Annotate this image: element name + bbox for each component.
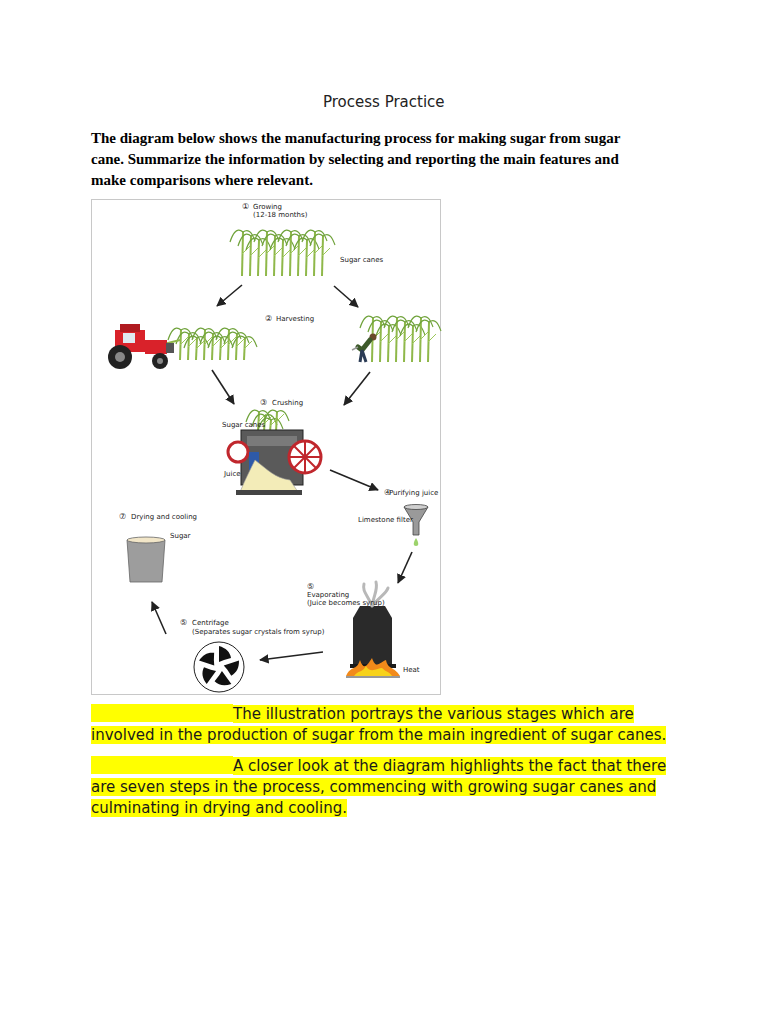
step-label: (Separates sugar crystals from syrup) — [192, 628, 324, 636]
step-label: Sugar canes — [340, 256, 383, 264]
callout-number: ② — [265, 314, 272, 323]
step-label: Heat — [403, 666, 420, 674]
sugar-canes — [160, 230, 441, 432]
step-label: Crushing — [272, 399, 303, 407]
step-label: Sugar canes — [222, 421, 265, 429]
sugar-container — [127, 537, 165, 582]
centrifuge — [194, 642, 244, 692]
step-label: Centrifage — [192, 619, 229, 627]
task-prompt: The diagram below shows the manufacturin… — [91, 128, 639, 191]
page-title: Process Practice — [323, 93, 445, 111]
step-label: Limestone filter — [358, 516, 413, 524]
step-label: (Juice becomes syrup) — [307, 599, 385, 607]
step-label: Growing — [253, 203, 282, 211]
highlight-indent — [91, 704, 233, 722]
evaporator — [346, 582, 400, 677]
step-label: Evaporating — [307, 591, 349, 599]
harvester-man — [352, 334, 377, 363]
flow-arrows — [152, 285, 412, 660]
callout-number: ⑦ — [119, 512, 126, 521]
answer-paragraph: A closer look at the diagram highlights … — [91, 756, 671, 819]
highlight-indent — [91, 756, 233, 774]
limestone-filter — [404, 505, 428, 547]
step-label: (12-18 months) — [253, 211, 307, 219]
tractor — [108, 324, 174, 369]
step-label: Juice — [224, 470, 241, 478]
callout-number: ⑤ — [307, 582, 314, 591]
step-label: Drying and cooling — [131, 513, 197, 521]
callout-number: ⑤ — [180, 618, 187, 627]
crusher — [228, 430, 321, 495]
callout-number: ① — [242, 202, 249, 211]
figure-frame — [92, 200, 441, 695]
step-label: Purifying juice — [389, 489, 438, 497]
answer-paragraph: The illustration portrays the various st… — [91, 704, 671, 746]
step-label: Harvesting — [276, 315, 314, 323]
step-label: Sugar — [170, 532, 191, 540]
callout-number: ③ — [260, 398, 267, 407]
